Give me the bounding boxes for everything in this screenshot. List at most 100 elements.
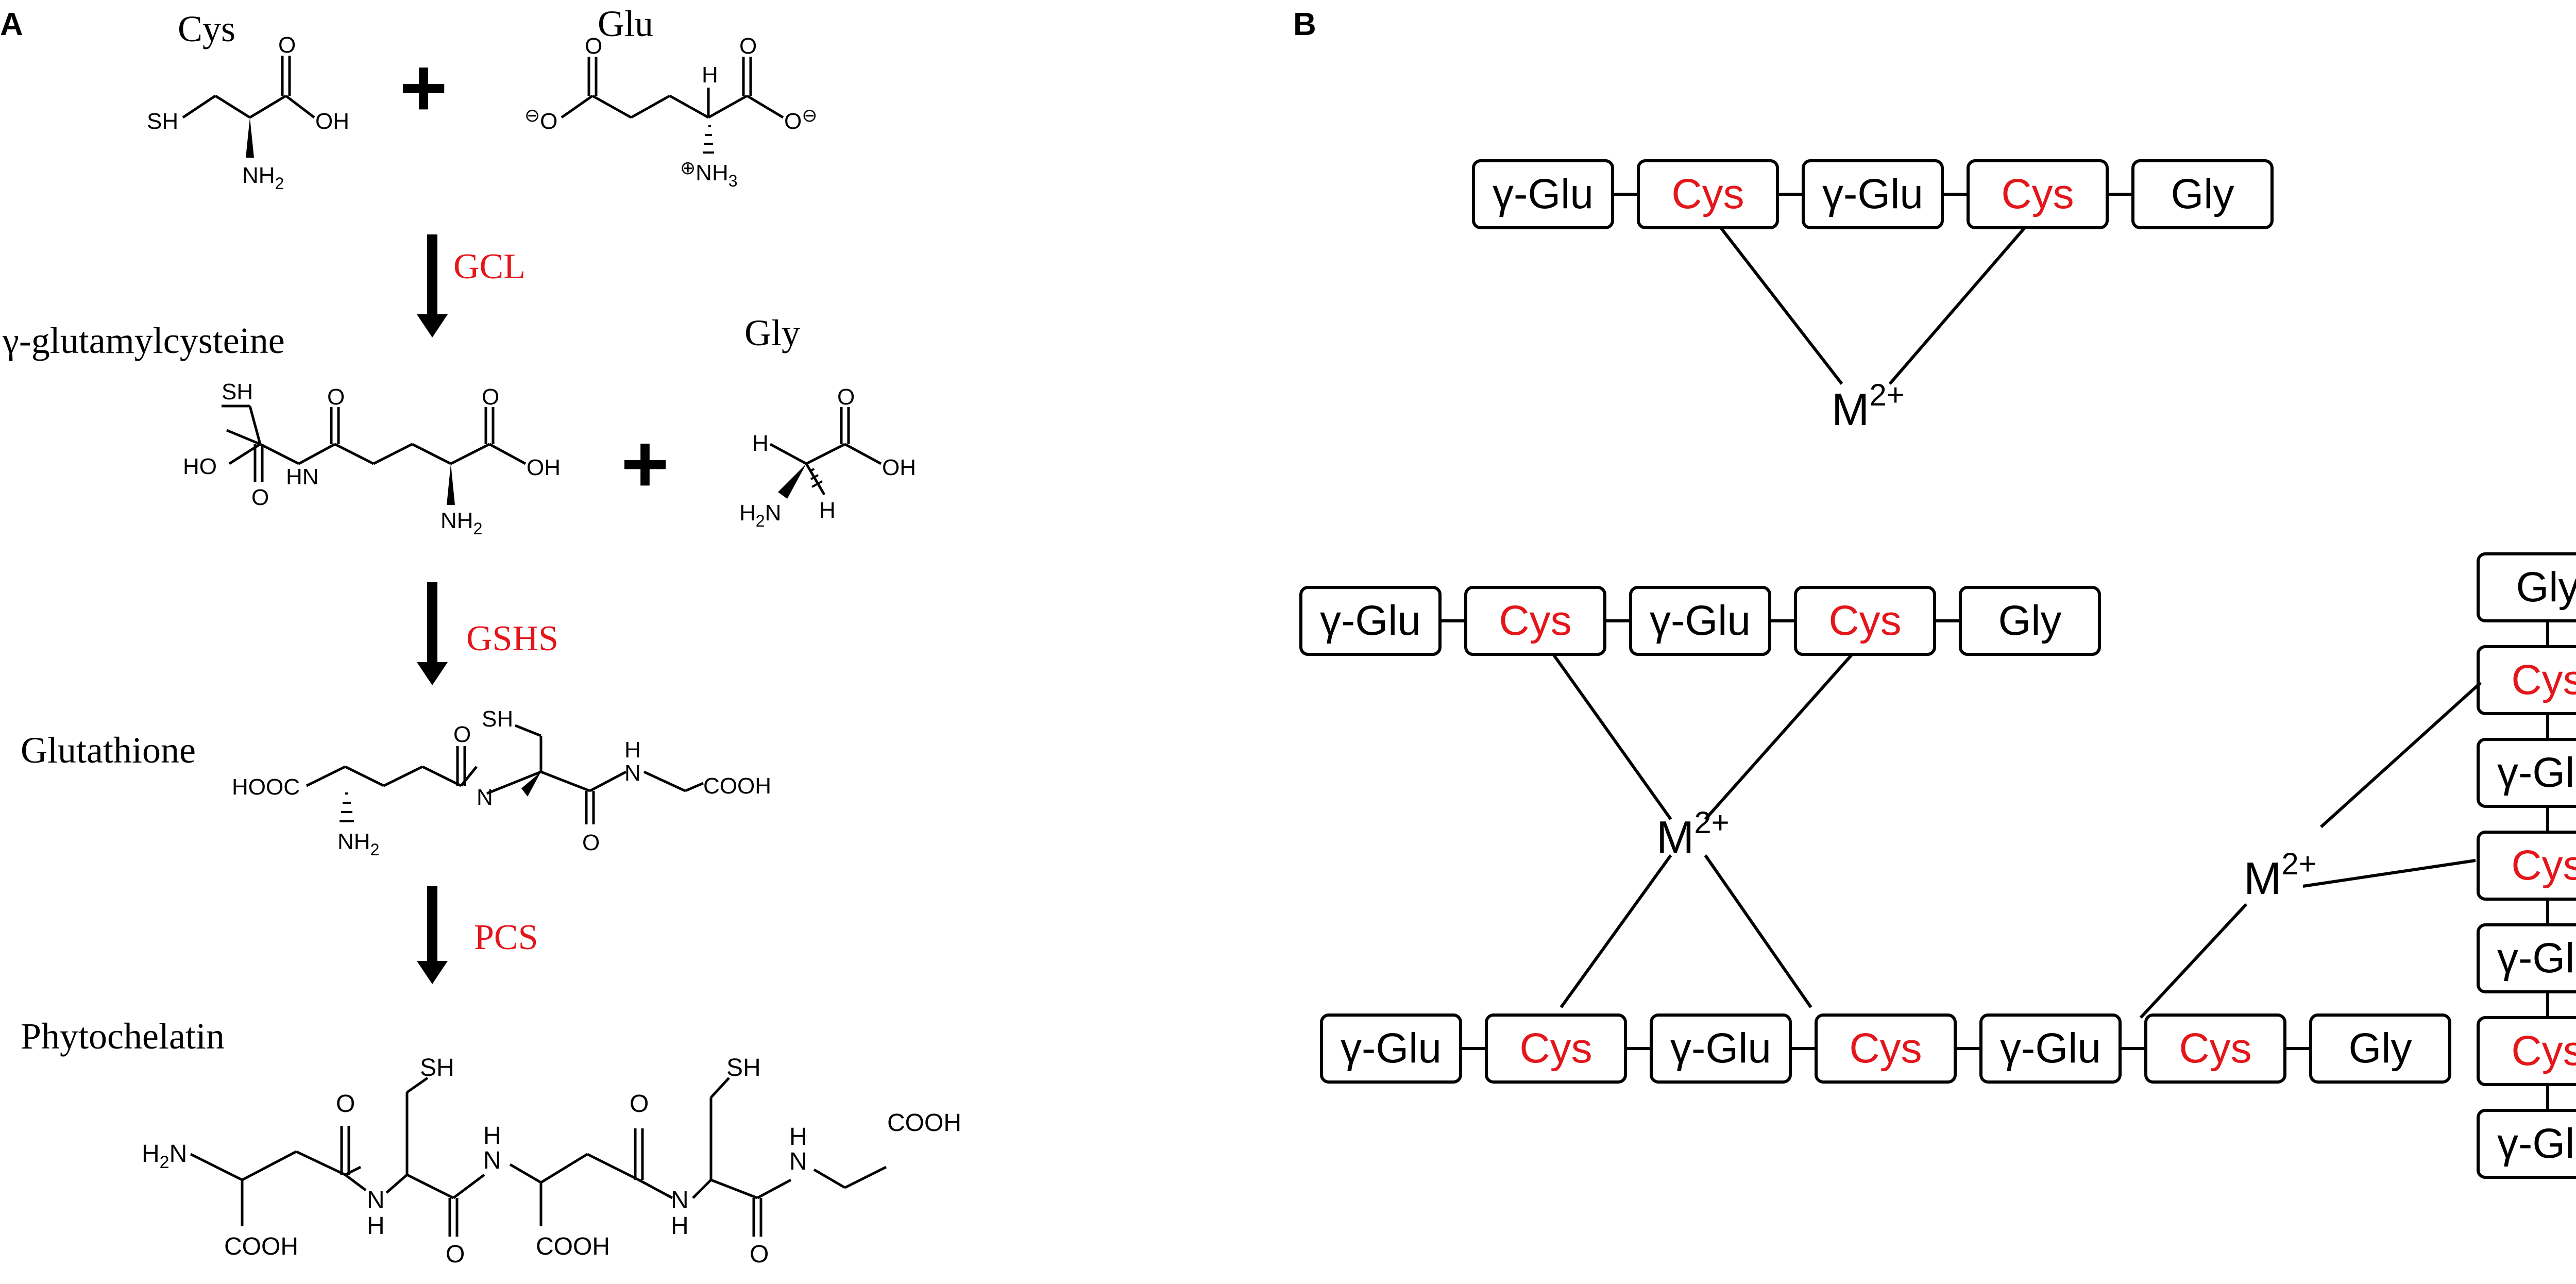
glutathione-thiol: SH [482,706,513,732]
gglu-carbonyl-o-2: O [327,384,345,410]
glutathione-carbonyl-o-2: O [582,830,600,855]
glu-left-carbonyl-o: O [585,33,602,59]
glutathione-structure [306,724,704,824]
glu-right-carboxylate: O⊖ [784,105,817,134]
chain-4-glu-4: γ-Glu [2477,923,2576,993]
coord-2d [1704,854,1812,1008]
gly-carbonyl-o: O [837,384,855,410]
coord-1a [1719,227,1843,385]
arrow-pcs [417,886,448,984]
chain-1-glu-0: γ-Glu [1472,159,1614,229]
glu-right-carbonyl-o: O [739,33,757,59]
chain-4-glu-4-label: γ-Glu [2497,935,2576,982]
chain-2-glu-2-label: γ-Glu [1650,597,1751,644]
gglu-amide-n: HN [286,464,319,489]
phytochelatin-label: Phytochelatin [21,1016,225,1057]
chain-2-cys-1-label: Cys [1499,597,1571,644]
metal-ions: M2+M2+M2+ [1552,227,2482,1019]
chain-2-cys-1: Cys [1464,586,1606,656]
coord-2c [1560,854,1672,1008]
phytochelatin-acid-2: COOH [536,1233,610,1260]
chain-1-gly-4: Gly [2131,159,2274,229]
cys-thiol: SH [147,109,178,134]
phytochelatin-amide-h-2: H [483,1122,501,1150]
gglu-hydroxyl-left: HO [183,454,217,479]
gly-hydrogen-2: H [819,498,836,523]
glutathione-acid-right: COOH [703,773,771,799]
glutathione-label: Glutathione [21,730,196,771]
cys-hydroxyl: OH [315,109,349,134]
chain-3-glu-2-label: γ-Glu [1670,1025,1771,1072]
enzyme-gcl: GCL [453,247,526,286]
chain-3-cys-3: Cys [1815,1013,1957,1084]
chain-3-cys-1: Cys [1485,1013,1627,1084]
chain-1-gly-4-label: Gly [2171,171,2234,217]
chain-1-cys-3: Cys [1967,159,2109,229]
gglu-carbonyl-o-1: O [251,485,269,510]
glutathione-acid-left: HOOC [232,774,300,800]
phytochelatin-amide-n-1: N [367,1187,385,1214]
metal-ion-2: M2+ [1656,805,1730,863]
chain-3-glu-0-label: γ-Glu [1341,1025,1442,1072]
chain-3-glu-2: γ-Glu [1650,1013,1792,1084]
coord-3a [2319,681,2482,829]
glu-ammonium: ⊕NH3 [680,157,738,190]
chain-4-cys-1-label: Cys [2511,656,2576,703]
chain-4-gly-0: Gly [2477,552,2576,622]
chain-3-cys-1-label: Cys [1519,1025,1592,1072]
plus-sign-2: + [621,417,669,510]
chain-2-gly-4-label: Gly [1998,597,2062,644]
chain-3-glu-0: γ-Glu [1320,1013,1462,1084]
chain-2-cys-3-label: Cys [1828,597,1901,644]
phytochelatin-carbonyl-o-4: O [750,1241,769,1268]
phytochelatin-acid-3: COOH [887,1109,961,1137]
chain-4-cys-5: Cys [2477,1016,2576,1086]
coord-2b [1704,653,1854,820]
chain-2-gly-4: Gly [1959,586,2101,656]
glutathione-carbonyl-o-1: O [453,722,471,747]
cys-carbonyl-o: O [278,32,296,58]
enzyme-gshs: GSHS [466,619,558,658]
phytochelatin-structure [190,1076,887,1237]
chain-3-cys-5-label: Cys [2179,1025,2251,1072]
glutathione-amide-n-1: NH [477,785,493,810]
chain-3-gly-6-box [2309,1013,2451,1084]
chain-2-glu-0-label: γ-Glu [1320,597,1421,644]
chain-4-glu-6-box [2477,1109,2576,1179]
chain-1-gly-4-box [2131,159,2274,229]
glu-left-carboxylate: ⊖O [524,105,557,134]
gglu-thiol: SH [222,379,253,404]
gglu-carbonyl-o-3: O [482,384,499,410]
chain-4-cys-5-label: Cys [2511,1027,2576,1074]
chain-4-glu-2-label: γ-Glu [2497,749,2576,796]
phytochelatin-thiol-1: SH [420,1054,454,1082]
chain-3-glu-4: γ-Glu [1979,1013,2122,1084]
chain-1-cys-1-label: Cys [1671,171,1744,217]
chain-4-cys-1: Cys [2477,645,2576,715]
gamma-glutamylcysteine-structure [222,404,527,505]
chain-1-cys-1: Cys [1637,159,1779,229]
glu-structure [561,57,784,154]
panel-b-label: B [1293,7,1316,42]
cys-structure [182,56,315,158]
gglu-hydroxyl-right: OH [527,455,561,480]
glutathione-amide-n-2: N [624,761,641,786]
chain-4-cys-3: Cys [2477,831,2576,901]
phytochelatin-amide-n-3: N [671,1187,689,1214]
phytochelatin-amide-h-4: H [789,1123,807,1151]
chain-1-glu-0-label: γ-Glu [1493,171,1594,217]
enzyme-pcs: PCS [474,918,538,957]
cys-label: Cys [178,8,235,49]
phytochelatin-amide-h-3: H [671,1212,689,1240]
coord-3c [2139,903,2248,1019]
phytochelatin-amide-h-1: H [367,1212,385,1240]
phytochelatin-amine: H2N [142,1140,187,1172]
coord-1b [1888,227,2026,385]
chain-3-glu-4-label: γ-Glu [2000,1025,2101,1072]
coord-2a [1552,653,1672,820]
chain-1-glu-2-label: γ-Glu [1822,171,1923,217]
chain-4-gly-0-label: Gly [2516,564,2576,611]
phytochelatin-acid-1: COOH [224,1233,298,1260]
phytochelatin-amide-n-4: N [789,1148,807,1175]
